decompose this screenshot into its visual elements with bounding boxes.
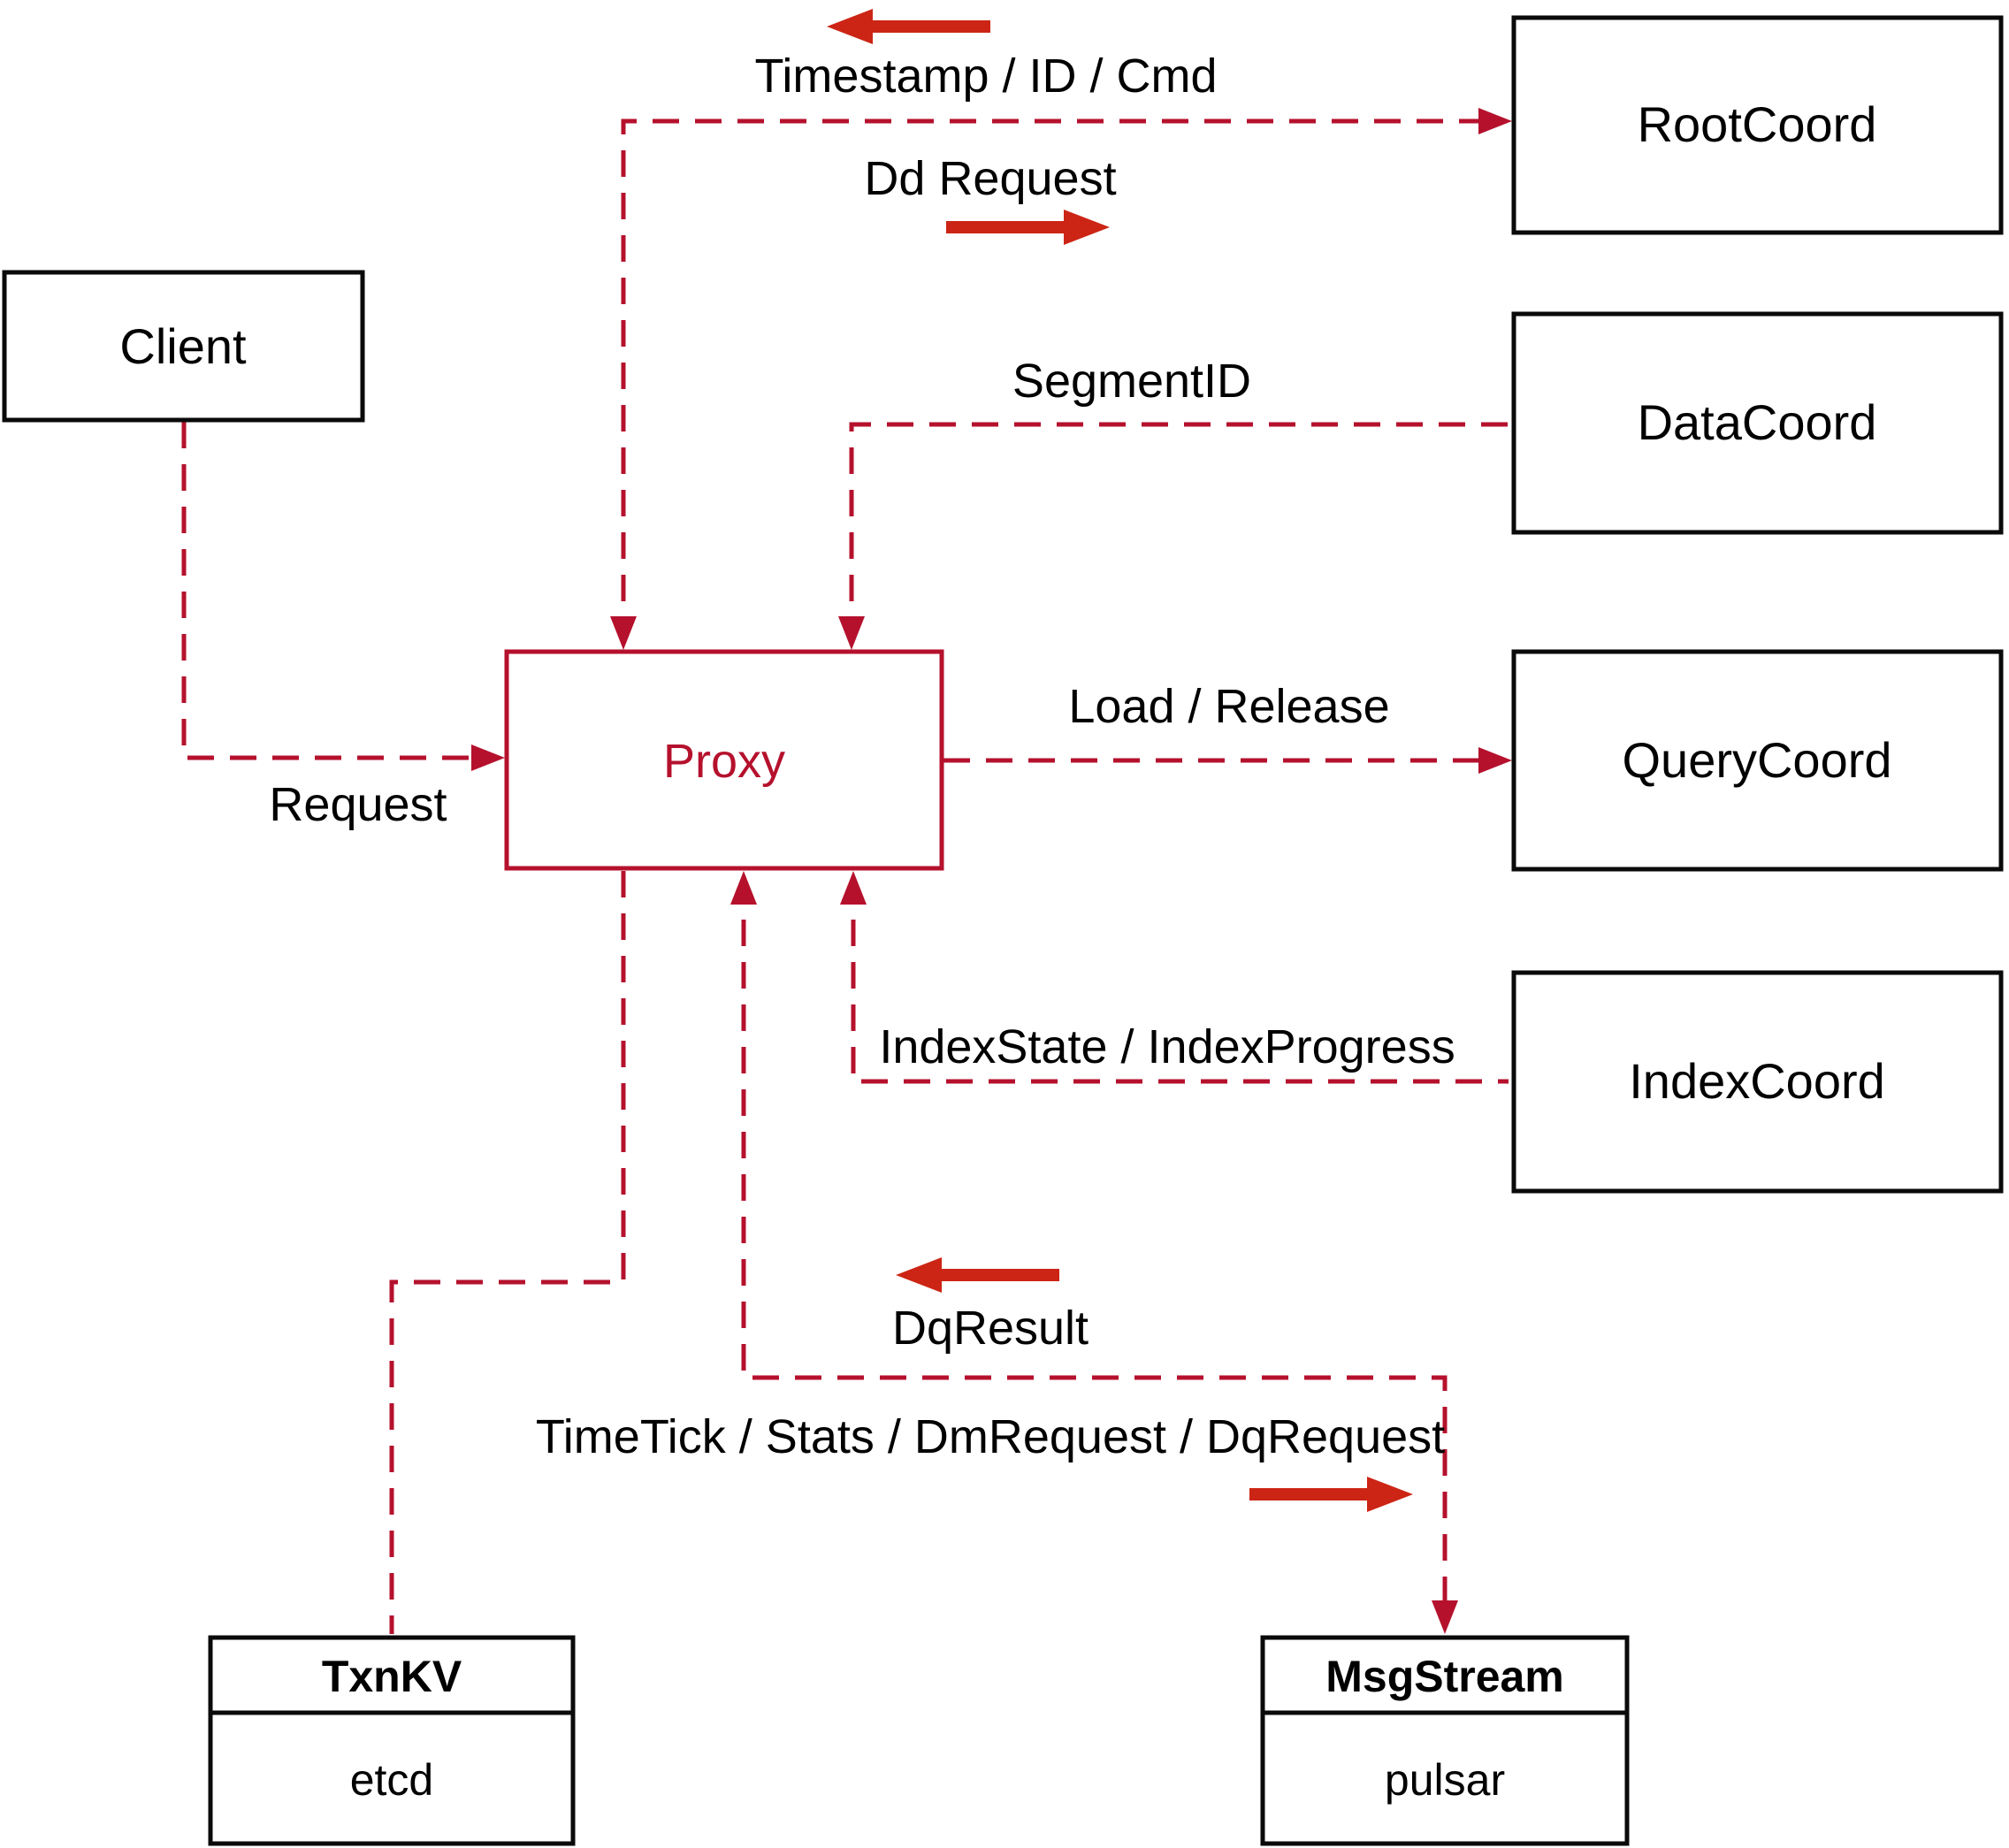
node-querycoord: QueryCoord bbox=[1511, 649, 2004, 872]
msgstream-title: MsgStream bbox=[1325, 1652, 1564, 1701]
node-proxy: Proxy bbox=[504, 649, 944, 871]
node-client: Client bbox=[2, 270, 365, 423]
node-msgstream: MsgStream pulsar bbox=[1260, 1635, 1630, 1846]
node-datacoord: DataCoord bbox=[1511, 311, 2004, 535]
timetick-edge-label: TimeTick / Stats / DmRequest / DqRequest bbox=[536, 1410, 1445, 1463]
rootcoord-edge-right-arrowhead-icon bbox=[1478, 108, 1512, 134]
loadrelease-arrowhead-icon bbox=[1478, 747, 1512, 774]
msgstream-edge-down-arrowhead-icon bbox=[1432, 1600, 1458, 1634]
request-edge-label: Request bbox=[269, 778, 447, 831]
dqresult-direction-left-arrow-icon bbox=[896, 1257, 1059, 1293]
ddrequest-direction-right-arrow-icon bbox=[946, 210, 1110, 245]
timestamp-edge-label: Timestamp / ID / Cmd bbox=[754, 50, 1217, 103]
node-txnkv: TxnKV etcd bbox=[208, 1635, 576, 1846]
indexcoord-label: IndexCoord bbox=[1629, 1053, 1885, 1109]
edge-proxy-querycoord bbox=[943, 747, 1512, 774]
indexstate-edge-label: IndexState / IndexProgress bbox=[879, 1020, 1455, 1073]
indexcoord-box bbox=[1511, 970, 2004, 1194]
rootcoord-edge-down-arrowhead-icon bbox=[610, 616, 637, 650]
querycoord-label: QueryCoord bbox=[1622, 732, 1891, 788]
edge-proxy-msgstream bbox=[730, 871, 1458, 1634]
datacoord-box bbox=[1511, 311, 2004, 535]
request-edge-line bbox=[181, 422, 488, 760]
indexstate-arrowhead-icon bbox=[840, 871, 867, 905]
msgstream-edge-up-arrowhead-icon bbox=[730, 871, 757, 905]
segmentid-arrowhead-icon bbox=[838, 616, 865, 650]
txnkv-impl-label: etcd bbox=[350, 1755, 434, 1805]
node-indexcoord: IndexCoord bbox=[1511, 970, 2004, 1194]
msgstream-edge-line bbox=[741, 877, 1448, 1625]
request-arrowhead-icon bbox=[471, 745, 505, 771]
rootcoord-label: RootCoord bbox=[1638, 96, 1877, 152]
client-box bbox=[2, 270, 365, 423]
edge-datacoord-proxy bbox=[838, 422, 1509, 650]
txnkv-edge-line bbox=[389, 871, 626, 1634]
loadrelease-edge-label: Load / Release bbox=[1068, 680, 1389, 733]
dqresult-edge-label: DqResult bbox=[892, 1302, 1089, 1355]
indexstate-edge-line bbox=[851, 877, 1509, 1084]
segmentid-edge-label: SegmentID bbox=[1012, 355, 1251, 408]
edge-client-proxy-request bbox=[181, 422, 505, 771]
querycoord-box bbox=[1511, 649, 2004, 872]
rootcoord-box bbox=[1511, 15, 2004, 235]
rootcoord-edge-line bbox=[621, 118, 1501, 644]
timestamp-direction-left-arrow-icon bbox=[827, 9, 990, 44]
client-label: Client bbox=[119, 318, 247, 374]
segmentid-edge-line bbox=[849, 422, 1509, 644]
txnkv-title: TxnKV bbox=[322, 1652, 462, 1701]
msgstream-impl-label: pulsar bbox=[1385, 1755, 1505, 1805]
edge-indexcoord-proxy bbox=[840, 871, 1509, 1084]
timetick-direction-right-arrow-icon bbox=[1249, 1477, 1413, 1512]
ddrequest-edge-label: Dd Request bbox=[864, 152, 1116, 205]
proxy-box bbox=[504, 649, 944, 871]
edge-proxy-rootcoord bbox=[610, 108, 1512, 650]
datacoord-label: DataCoord bbox=[1638, 394, 1877, 450]
edge-proxy-txnkv bbox=[389, 871, 626, 1634]
txnkv-box bbox=[208, 1635, 576, 1846]
proxy-label: Proxy bbox=[663, 735, 785, 788]
node-rootcoord: RootCoord bbox=[1511, 15, 2004, 235]
msgstream-box bbox=[1260, 1635, 1630, 1846]
